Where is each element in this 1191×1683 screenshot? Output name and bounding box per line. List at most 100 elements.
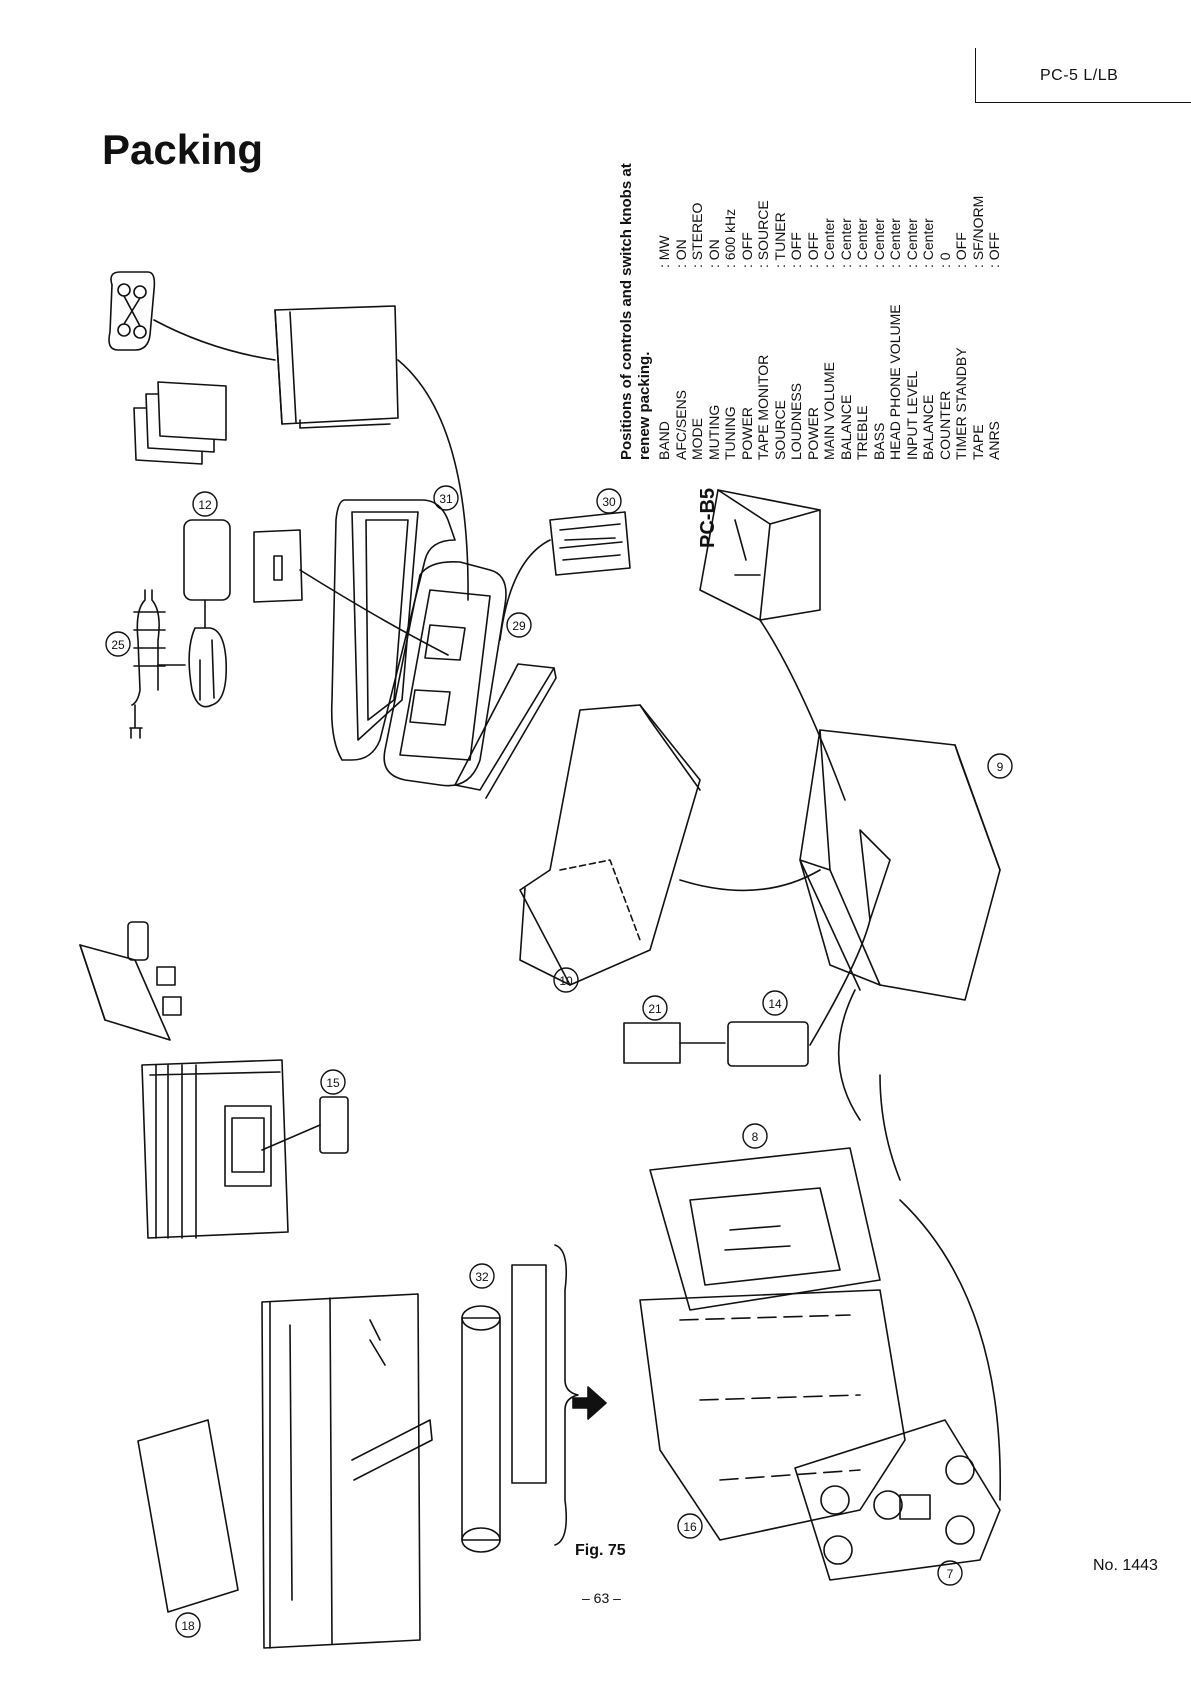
foam-base bbox=[794, 1419, 1001, 1581]
tray-part bbox=[519, 704, 701, 986]
page-number: – 63 – bbox=[582, 1590, 621, 1606]
callout-10: 10 bbox=[559, 974, 573, 988]
callout-31: 31 bbox=[439, 492, 453, 506]
bag-part bbox=[274, 305, 399, 429]
callout-30: 30 bbox=[602, 495, 616, 509]
cushion-top-part bbox=[330, 499, 456, 761]
control-position-row: TUNING : 600 kHz bbox=[722, 40, 739, 460]
control-name: SOURCE bbox=[771, 400, 788, 460]
control-name: TIMER STANDBY bbox=[953, 347, 969, 460]
control-position-row: POWER : OFF bbox=[739, 40, 756, 460]
control-setting: : OFF bbox=[788, 232, 804, 268]
model-number: PC-5 L/LB bbox=[1040, 67, 1119, 84]
control-setting: : OFF bbox=[804, 232, 821, 268]
callout-29: 29 bbox=[512, 619, 526, 633]
control-setting: : Center bbox=[837, 218, 854, 268]
control-name: COUNTER bbox=[936, 390, 953, 460]
document-number: No. 1443 bbox=[1093, 1557, 1158, 1574]
callout-14: 14 bbox=[768, 997, 782, 1011]
control-position-row: TAPE : SF/NORM bbox=[970, 40, 987, 460]
control-position-row: MODE : STEREO bbox=[689, 40, 706, 460]
manual-sheets bbox=[133, 381, 227, 465]
control-setting: : TUNER bbox=[771, 212, 788, 268]
header-rule-vertical bbox=[975, 48, 976, 103]
control-name: POWER bbox=[804, 407, 821, 460]
control-name: MODE bbox=[689, 418, 705, 460]
control-position-row: BALANCE : Center bbox=[920, 40, 937, 460]
control-setting: : Center bbox=[854, 218, 870, 268]
callout-25: 25 bbox=[111, 638, 125, 652]
control-position-row: MAIN VOLUME : Center bbox=[821, 40, 838, 460]
callout-12: 12 bbox=[198, 498, 212, 512]
pc-b5-unit bbox=[699, 489, 821, 621]
control-position-row: BASS : Center bbox=[871, 40, 888, 460]
cushion-bottom-part bbox=[383, 560, 507, 787]
control-name: MAIN VOLUME bbox=[821, 361, 837, 460]
control-name: LOUDNESS bbox=[788, 382, 804, 460]
control-position-row: INPUT LEVEL: Center bbox=[904, 40, 921, 460]
insert-part bbox=[454, 663, 557, 799]
control-setting: : OFF bbox=[738, 232, 755, 268]
control-position-row: BAND: MW bbox=[656, 40, 673, 460]
control-name: MUTING bbox=[705, 404, 722, 460]
cylinder-part bbox=[461, 1264, 547, 1553]
control-position-row: ANRS : OFF bbox=[986, 40, 1003, 460]
control-setting: : Center bbox=[821, 218, 837, 268]
poly-bag-part bbox=[639, 1289, 906, 1541]
deck-part bbox=[261, 1293, 433, 1649]
control-setting: : 0 bbox=[936, 252, 953, 268]
callout-16: 16 bbox=[683, 1520, 697, 1534]
speaker-cable-part bbox=[549, 511, 631, 576]
small-parts bbox=[79, 921, 182, 1041]
battery-part bbox=[623, 1021, 809, 1067]
control-name: TAPE MONITOR bbox=[755, 354, 771, 460]
control-setting: : Center bbox=[920, 218, 936, 268]
control-setting: : SOURCE bbox=[755, 200, 771, 268]
control-setting: : SF/NORM bbox=[969, 195, 986, 268]
pc-b5-label: PC-B5 bbox=[697, 488, 719, 548]
control-position-row: TREBLE : Center bbox=[854, 40, 871, 460]
control-name: HEAD PHONE VOLUME bbox=[887, 304, 903, 460]
callout-18: 18 bbox=[181, 1619, 195, 1633]
callout-21: 21 bbox=[648, 1002, 662, 1016]
control-name: TAPE bbox=[969, 424, 986, 460]
control-position-row: BALANCE : Center bbox=[838, 40, 855, 460]
control-setting: : Center bbox=[887, 218, 903, 268]
foam-end-cap bbox=[649, 1147, 881, 1311]
figure-caption: Fig. 75 bbox=[575, 1542, 626, 1559]
control-position-row: LOUDNESS : OFF bbox=[788, 40, 805, 460]
control-setting: : Center bbox=[870, 218, 887, 268]
control-position-row: MUTING: ON bbox=[706, 40, 723, 460]
outer-carton-part bbox=[799, 729, 1001, 1001]
control-position-row: TAPE MONITOR : SOURCE bbox=[755, 40, 772, 460]
header-rule-horizontal bbox=[975, 102, 1191, 103]
control-position-row: TIMER STANDBY : OFF bbox=[953, 40, 970, 460]
callout-7: 7 bbox=[947, 1567, 954, 1581]
control-setting: : 600 kHz bbox=[722, 208, 738, 268]
sheet-part bbox=[137, 1419, 239, 1613]
control-name: TUNING bbox=[722, 406, 738, 460]
callout-9: 9 bbox=[997, 760, 1004, 774]
control-positions-table: Positions of controls and switch knobs a… bbox=[618, 40, 1078, 460]
control-name: BALANCE bbox=[837, 394, 854, 460]
control-name: BASS bbox=[870, 422, 887, 460]
control-name: ANRS bbox=[986, 421, 1002, 460]
control-position-row: HEAD PHONE VOLUME : Center bbox=[887, 40, 904, 460]
control-setting: : OFF bbox=[953, 232, 969, 268]
callout-15: 15 bbox=[326, 1076, 340, 1090]
control-name: POWER bbox=[738, 407, 755, 460]
control-position-row: COUNTER : 0 bbox=[937, 40, 954, 460]
control-setting: : MW bbox=[656, 235, 672, 268]
callout-8: 8 bbox=[752, 1130, 759, 1144]
control-setting: : STEREO bbox=[689, 202, 705, 268]
control-setting: : OFF bbox=[986, 232, 1002, 268]
control-name: BALANCE bbox=[920, 394, 936, 460]
control-name: INPUT LEVEL bbox=[903, 370, 920, 460]
control-name: TREBLE bbox=[854, 405, 870, 460]
control-position-row: SOURCE : TUNER bbox=[772, 40, 789, 460]
control-positions-heading: Positions of controls and switch knobs a… bbox=[618, 163, 653, 460]
control-name: AFC/SENS bbox=[672, 389, 689, 460]
control-setting: : ON bbox=[672, 239, 689, 268]
